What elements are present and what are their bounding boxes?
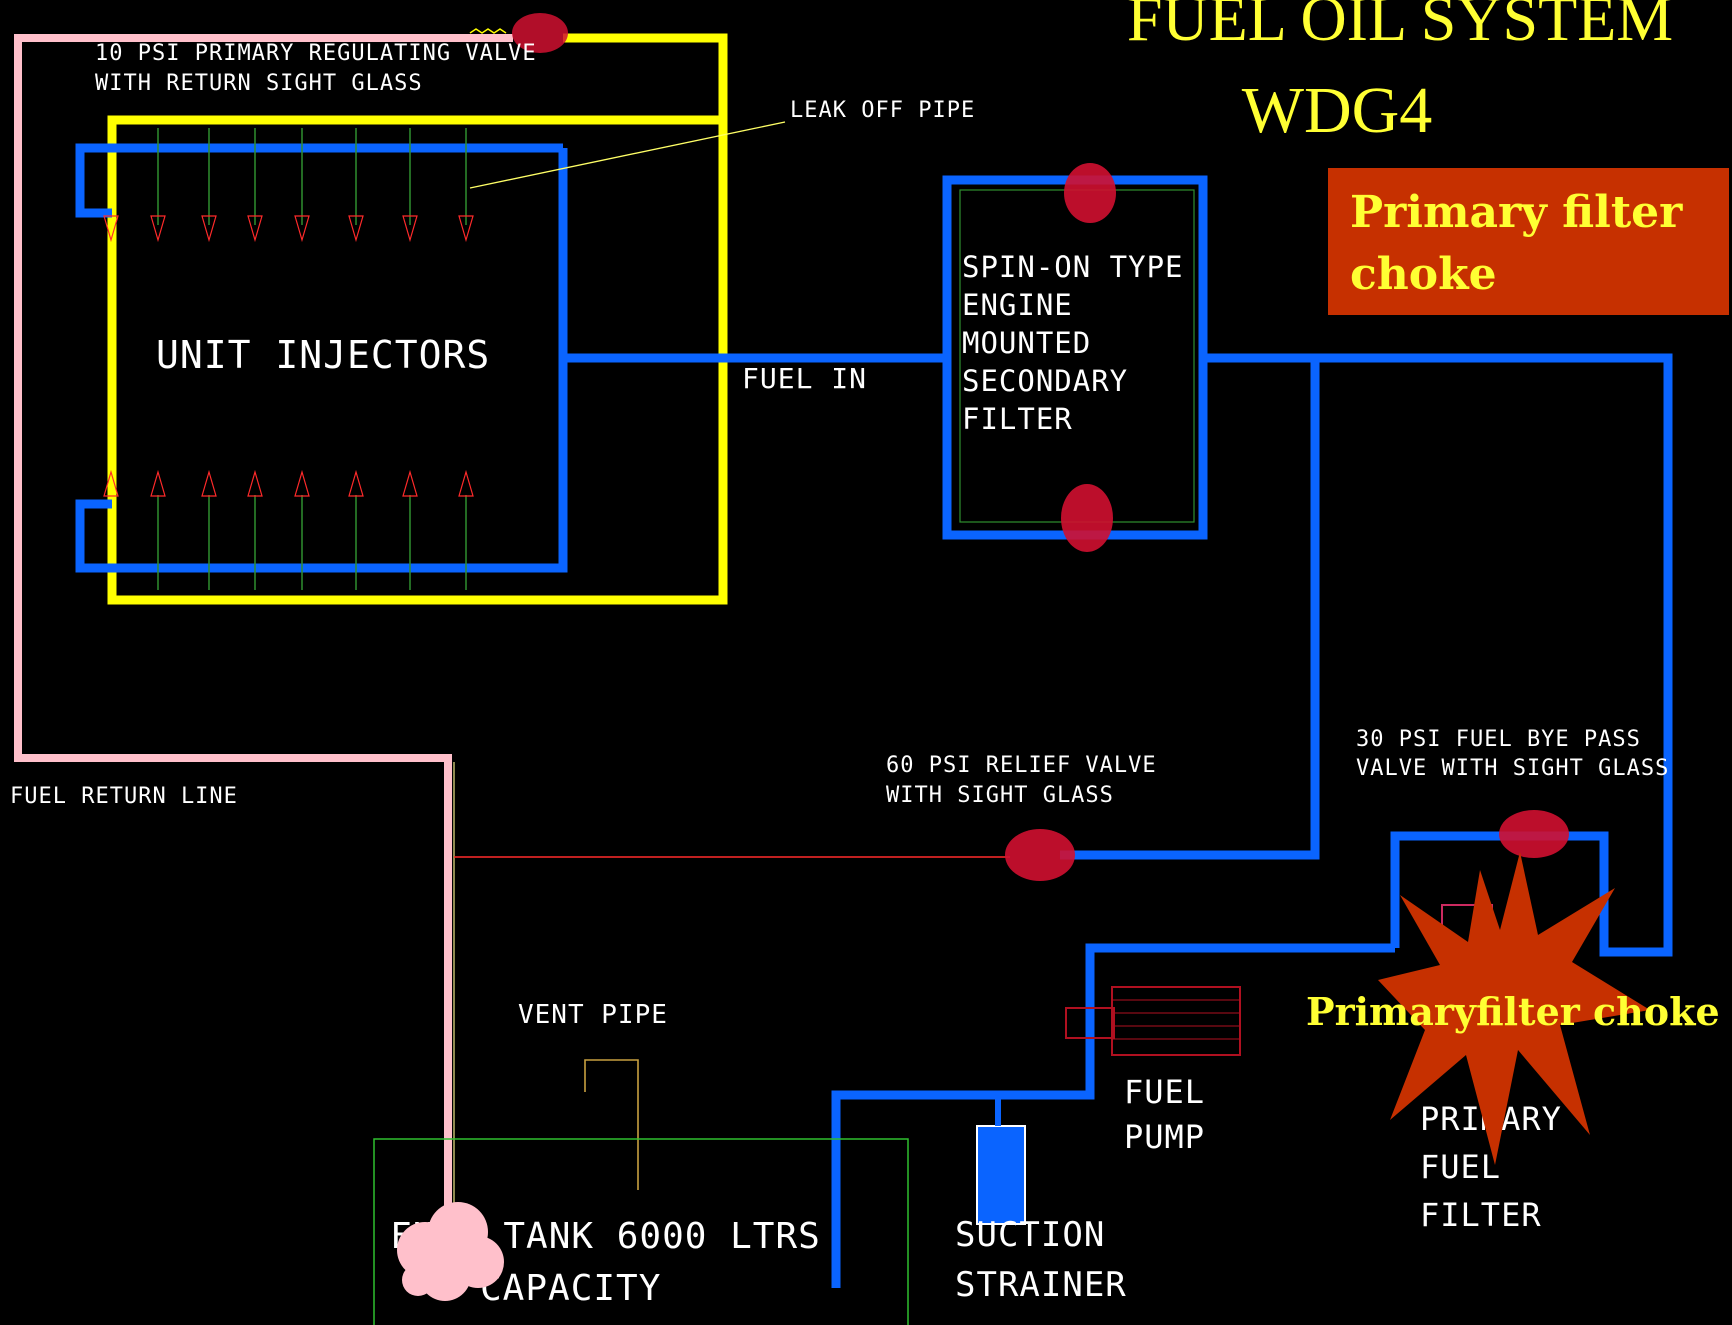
vent-pipe-icon <box>584 1059 639 1190</box>
fuel-in-label: FUEL IN <box>742 362 867 395</box>
primary-filter-label-2: FUEL <box>1420 1148 1501 1186</box>
suction-strainer-icon <box>976 1125 1026 1225</box>
choke-starburst-label: Primaryfilter choke <box>1306 989 1720 1034</box>
fuel-return-line <box>14 34 513 1208</box>
fuel-tank-label-2: CAPACITY <box>480 1268 661 1309</box>
title-line-2: WDG4 <box>1242 74 1433 147</box>
secondary-filter-label-2: ENGINE <box>962 288 1073 322</box>
leak-off-pointer <box>469 121 786 189</box>
regulating-valve-icon <box>469 13 568 53</box>
primary-filter-label-3: FILTER <box>1420 1196 1542 1234</box>
relief-valve-label-2: WITH SIGHT GLASS <box>886 783 1114 808</box>
injector-supply-line <box>75 143 947 573</box>
title-line-1: FUEL OIL SYSTEM <box>1127 0 1673 54</box>
callout-line-1: Primary filter <box>1350 187 1683 238</box>
secondary-filter-label-3: MOUNTED <box>962 326 1091 360</box>
fuel-pump-label-1: FUEL <box>1124 1073 1205 1111</box>
return-end-cloud-icon <box>397 1202 504 1301</box>
injectors-lower <box>103 469 474 590</box>
relief-valve-label-1: 60 PSI RELIEF VALVE <box>886 753 1157 778</box>
suction-strainer-label-1: SUCTION <box>955 1215 1105 1255</box>
supply-line <box>831 353 1673 1288</box>
fuel-return-label: FUEL RETURN LINE <box>10 784 238 809</box>
secondary-filter-label-1: SPIN-ON TYPE <box>962 250 1184 284</box>
bypass-valve-icon <box>1499 810 1569 858</box>
unit-injectors-label: UNIT INJECTORS <box>156 333 490 377</box>
fuel-pump-icon <box>1065 986 1241 1056</box>
secondary-filter-label-5: FILTER <box>962 402 1073 436</box>
choke-starburst-icon <box>1378 852 1650 1165</box>
bypass-valve-label-1: 30 PSI FUEL BYE PASS <box>1356 727 1641 752</box>
regulating-valve-label-1: 10 PSI PRIMARY REGULATING VALVE <box>95 41 537 66</box>
sight-glass-icon <box>1061 163 1116 552</box>
bypass-valve-label-2: VALVE WITH SIGHT GLASS <box>1356 756 1669 781</box>
injectors-upper <box>103 128 474 243</box>
vent-pipe-label: VENT PIPE <box>518 1000 668 1030</box>
relief-valve-icon <box>1005 829 1075 881</box>
leak-off-line <box>107 33 728 605</box>
primary-filter-choke-callout: Primary filter choke <box>1328 168 1729 315</box>
suction-strainer-label-2: STRAINER <box>955 1265 1127 1305</box>
leak-off-label: LEAK OFF PIPE <box>790 98 975 123</box>
fuel-tank-outline <box>373 1138 909 1325</box>
secondary-filter-label-4: SECONDARY <box>962 364 1128 398</box>
callout-line-2: choke <box>1350 249 1497 300</box>
fuel-pump-label-2: PUMP <box>1124 1118 1205 1156</box>
regulating-valve-label-2: WITH RETURN SIGHT GLASS <box>95 71 423 96</box>
